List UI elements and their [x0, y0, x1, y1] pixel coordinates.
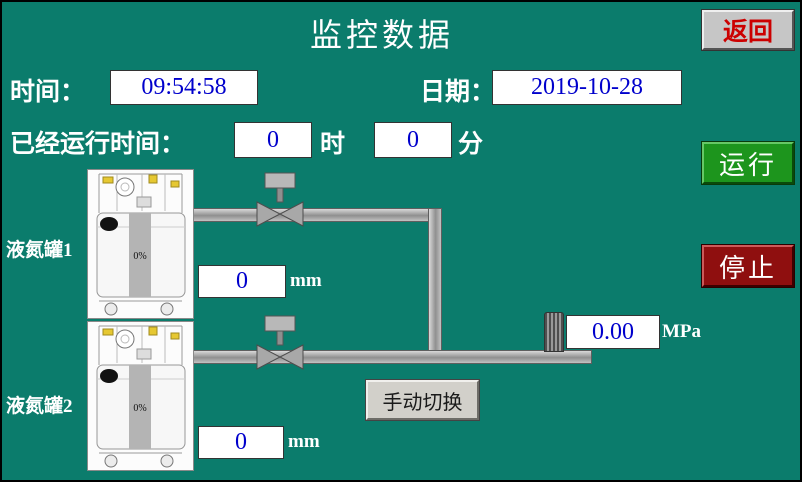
tank2-gauge-icon — [115, 329, 135, 349]
valve-1-icon — [256, 172, 304, 227]
tank1-graphic: 0% — [87, 169, 194, 319]
time-label: 时间： — [10, 79, 86, 106]
tank2-level-display: 0 — [198, 426, 284, 459]
tank1-level-unit: mm — [290, 270, 322, 291]
tank2-wheel-icon — [160, 454, 174, 468]
tank2-level-percent: 0% — [133, 403, 146, 414]
tank1-wheel-icon — [160, 302, 174, 316]
run-button[interactable]: 运行 — [701, 141, 795, 185]
pressure-unit: MPa — [662, 321, 702, 342]
runtime-minutes-unit: 分 — [458, 131, 484, 158]
tank1-wheel-icon — [104, 302, 118, 316]
tank2-wheel-icon — [104, 454, 118, 468]
runtime-hours-display: 0 — [234, 122, 312, 158]
date-label: 日期： — [420, 79, 496, 106]
pipe-tank2-horizontal — [192, 350, 592, 364]
tank1-level-display: 0 — [198, 265, 286, 298]
stop-button[interactable]: 停止 — [701, 244, 795, 288]
pipe-vertical-connector — [428, 208, 442, 360]
manual-switch-button[interactable]: 手动切换 — [365, 379, 480, 421]
tank2-graphic: 0% — [87, 321, 194, 471]
runtime-label: 已经运行时间： — [10, 131, 186, 158]
time-value-display: 09:54:58 — [110, 70, 258, 105]
tank1-level-percent: 0% — [133, 251, 146, 262]
tank1-gauge-icon — [115, 177, 135, 197]
valve-2-icon — [256, 315, 304, 370]
pressure-value-display: 0.00 — [566, 315, 660, 349]
tank1-level-strip — [129, 213, 151, 297]
tank2-label: 液氮罐2 — [6, 396, 73, 417]
runtime-minutes-display: 0 — [374, 122, 452, 158]
runtime-hours-unit: 时 — [320, 131, 346, 158]
page-title: 监控数据 — [309, 17, 454, 53]
tank1-label: 液氮罐1 — [6, 240, 73, 261]
pipe-tank1-horizontal — [192, 208, 442, 222]
date-value-display: 2019-10-28 — [492, 70, 682, 105]
tank2-level-strip — [129, 365, 151, 449]
tank2-level-unit: mm — [288, 431, 320, 452]
pressure-sensor-icon — [544, 312, 564, 352]
back-button[interactable]: 返回 — [701, 9, 795, 51]
